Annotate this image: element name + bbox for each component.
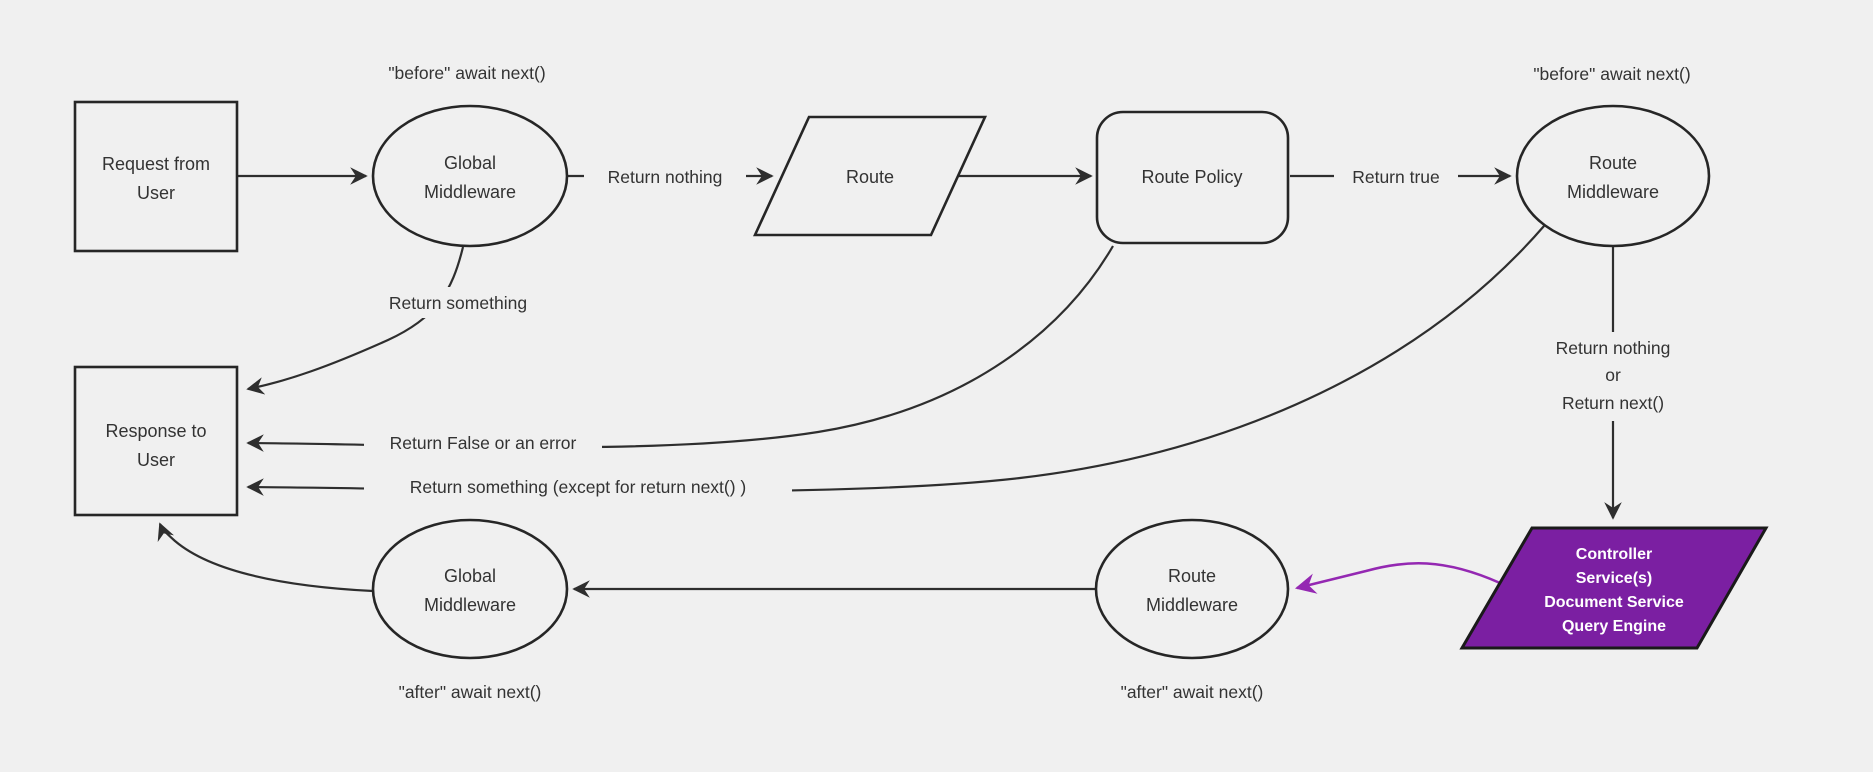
edge-global-mw-bottom-to-response <box>157 522 374 593</box>
edges <box>157 167 1622 598</box>
svg-text:User: User <box>137 450 175 470</box>
svg-text:Document Service: Document Service <box>1544 594 1684 611</box>
svg-text:Route: Route <box>1589 153 1637 173</box>
svg-text:Route: Route <box>846 167 894 187</box>
node-route: Route <box>752 115 988 237</box>
label-after-await-next-right: "after" await next() <box>1121 682 1264 702</box>
label-return-false-or-error: Return False or an error <box>390 433 577 453</box>
request-box <box>73 100 239 253</box>
label-bg <box>584 161 746 192</box>
label-return-nothing-or-line3: Return next() <box>1562 393 1664 413</box>
label-bg <box>364 471 792 502</box>
node-route-policy: Route Policy <box>1095 110 1290 245</box>
controller-parallelogram <box>1459 526 1769 650</box>
label-return-nothing-or-line2: or <box>1605 365 1621 385</box>
svg-text:Route: Route <box>1168 566 1216 586</box>
nodes: Request from User Global Middleware Rout… <box>73 100 1769 660</box>
global-middleware-top-ellipse <box>371 104 569 248</box>
route-middleware-bottom-ellipse <box>1094 518 1290 660</box>
label-return-nothing: Return nothing <box>608 167 723 187</box>
label-after-await-next-left: "after" await next() <box>399 682 542 702</box>
svg-text:Request from: Request from <box>102 154 210 174</box>
svg-text:Service(s): Service(s) <box>1576 570 1653 587</box>
svg-text:Route Policy: Route Policy <box>1141 167 1242 187</box>
svg-text:Query Engine: Query Engine <box>1562 618 1666 635</box>
label-bg <box>1521 332 1705 421</box>
label-bg <box>364 427 602 458</box>
label-return-something: Return something <box>389 293 527 313</box>
svg-text:Middleware: Middleware <box>1146 595 1238 615</box>
label-before-await-next-right: "before" await next() <box>1533 64 1690 84</box>
route-parallelogram <box>752 115 988 237</box>
label-return-something-except: Return something (except for return next… <box>410 477 747 497</box>
node-global-middleware-top: Global Middleware <box>371 104 569 248</box>
node-global-middleware-bottom: Global Middleware <box>371 518 569 660</box>
route-policy-box <box>1095 110 1290 245</box>
node-request-from-user: Request from User <box>73 100 239 253</box>
svg-text:Middleware: Middleware <box>1567 182 1659 202</box>
label-bg <box>366 287 550 318</box>
svg-text:Middleware: Middleware <box>424 182 516 202</box>
route-middleware-top-ellipse <box>1515 104 1711 248</box>
svg-text:Response to: Response to <box>105 421 206 441</box>
node-route-middleware-top: Route Middleware <box>1515 104 1711 248</box>
svg-text:Global: Global <box>444 566 496 586</box>
edge-controller-to-route-mw-bottom <box>1294 561 1501 594</box>
node-controller-services: Controller Service(s) Document Service Q… <box>1459 526 1769 650</box>
edge-route-policy-return-false <box>246 245 1114 452</box>
edge-global-mw-return-something <box>246 246 465 395</box>
svg-text:Middleware: Middleware <box>424 595 516 615</box>
label-before-await-next-left: "before" await next() <box>388 63 545 83</box>
label-return-nothing-or-line1: Return nothing <box>1556 338 1671 358</box>
response-box <box>73 365 239 517</box>
svg-text:User: User <box>137 183 175 203</box>
svg-text:Global: Global <box>444 153 496 173</box>
global-middleware-bottom-ellipse <box>371 518 569 660</box>
node-response-to-user: Response to User <box>73 365 239 517</box>
node-route-middleware-bottom: Route Middleware <box>1094 518 1290 660</box>
svg-text:Controller: Controller <box>1576 546 1652 563</box>
edge-labels: "before" await next() "before" await nex… <box>364 63 1705 702</box>
label-return-true: Return true <box>1352 167 1440 187</box>
label-bg <box>1334 161 1458 192</box>
